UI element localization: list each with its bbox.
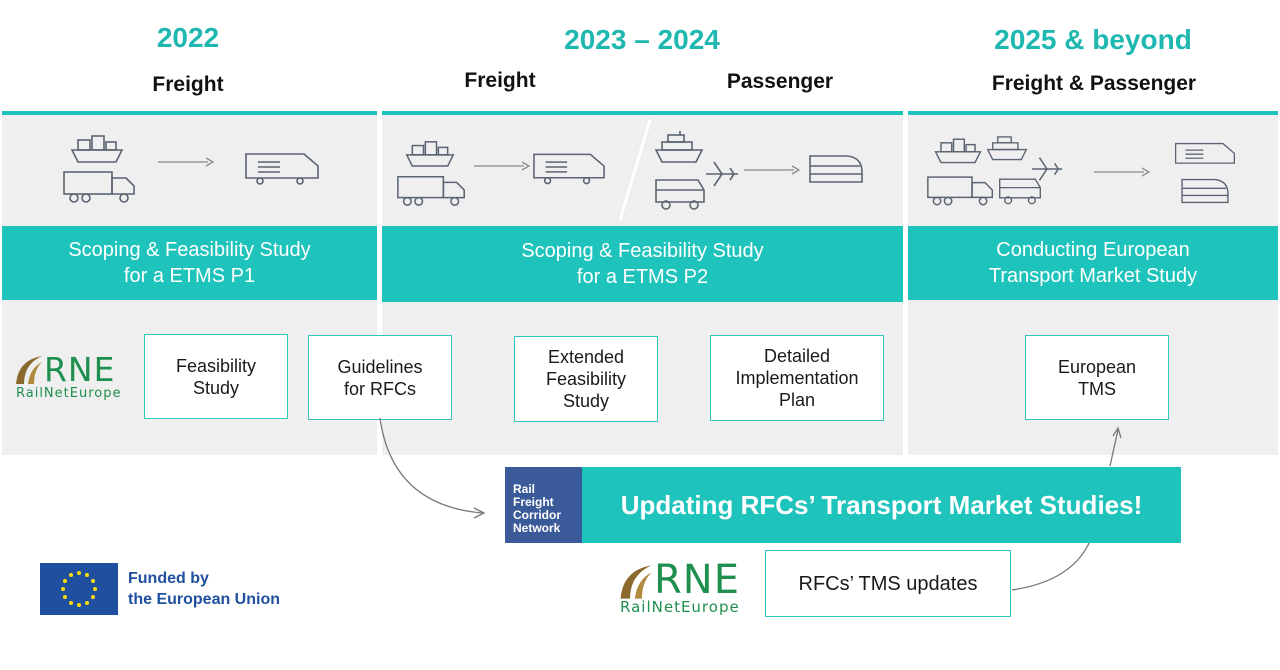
rne-name: RailNetEurope <box>16 386 122 401</box>
eu-stars-icon <box>61 571 97 607</box>
ship-icon <box>932 132 984 168</box>
truck-icon <box>926 172 996 208</box>
cruise-ship-icon <box>654 130 704 164</box>
rfc-logo-line: Corridor <box>513 508 561 522</box>
divider-line-2025 <box>908 111 1278 115</box>
eu-line: the European Union <box>128 591 280 608</box>
year-2025-beyond: 2025 & beyond <box>994 24 1192 55</box>
rne-mark: RNE <box>44 350 116 389</box>
truck-icon <box>62 168 138 204</box>
band-scoping-p1: Scoping & Feasibility Study for a ETMS P1 <box>2 226 377 300</box>
divider-line-2023 <box>382 111 903 115</box>
band-scoping-p2: Scoping & Feasibility Study for a ETMS P2 <box>382 226 903 302</box>
rne-logo-bottom: RNE RailNetEurope <box>618 557 763 616</box>
box-line: European <box>1057 356 1137 377</box>
mode-freight-2023: Freight <box>464 69 536 92</box>
divider-line-2022 <box>2 111 377 115</box>
box-line: Guidelines <box>337 356 423 377</box>
arrow-right-icon <box>158 156 214 168</box>
arrow-head <box>1112 426 1122 439</box>
rfc-logo-line: Rail <box>513 482 536 496</box>
bus-icon <box>654 178 706 210</box>
cruise-ship-icon <box>986 132 1028 162</box>
rfc-tms-updates-box: RFCs’ TMS updates <box>765 550 1011 617</box>
rfc-logo-line: Network <box>513 521 561 535</box>
band-line: Transport Market Study <box>988 265 1198 287</box>
band-line: for a ETMS P1 <box>123 265 256 287</box>
box-line: Feasibility <box>175 355 257 376</box>
rfc-tms-updates-label: RFCs’ TMS updates <box>798 572 978 595</box>
rne-swoosh-icon <box>16 356 42 384</box>
box-line: Detailed <box>763 346 831 366</box>
rfc-banner-title: Updating RFCs’ Transport Market Studies! <box>620 489 1143 520</box>
band-line: Scoping & Feasibility Study <box>68 239 311 261</box>
rne-name: RailNetEurope <box>620 598 740 616</box>
box-line: Implementation <box>735 368 859 388</box>
rfc-network-logo: Rail Freight Corridor Network <box>505 467 582 543</box>
freight-train-icon <box>1174 140 1236 170</box>
arrow-head <box>473 507 486 519</box>
arrow-rfc-to-european <box>1109 429 1119 467</box>
eu-flag <box>40 563 118 615</box>
box-line: TMS <box>1077 378 1116 399</box>
year-2023-2024: 2023 – 2024 <box>564 24 720 55</box>
rfc-banner: Updating RFCs’ Transport Market Studies! <box>582 467 1181 543</box>
eu-funding-text: Funded by the European Union <box>128 568 280 610</box>
ship-icon <box>68 130 126 166</box>
freight-train-icon <box>532 150 606 186</box>
rfc-logo-line: Freight <box>513 495 554 509</box>
rne-logo: RNE RailNetEurope <box>14 350 136 401</box>
mode-freight-passenger-2025: Freight & Passenger <box>991 72 1197 95</box>
box-line: for RFCs <box>344 378 416 399</box>
rne-mark: RNE <box>654 557 740 603</box>
passenger-train-icon <box>1180 176 1230 206</box>
band-line: Scoping & Feasibility Study <box>521 240 764 262</box>
rne-swoosh-icon <box>620 565 652 599</box>
bus-icon <box>998 176 1042 206</box>
box-line: Study <box>192 377 240 398</box>
slash-divider <box>616 118 652 222</box>
arrow-right-icon <box>744 164 800 176</box>
box-line: Feasibility <box>545 369 627 389</box>
ship-icon <box>403 135 457 171</box>
airplane-icon <box>1030 152 1064 186</box>
year-2022: 2022 <box>156 22 220 53</box>
arrow-guidelines-to-rfc <box>379 417 483 514</box>
band-line: for a ETMS P2 <box>576 266 709 288</box>
box-line: Plan <box>778 390 815 410</box>
truck-icon <box>396 172 468 208</box>
eu-line: Funded by <box>128 570 209 587</box>
arrow-right-icon <box>474 160 530 172</box>
mode-freight-2022: Freight <box>152 73 224 96</box>
box-line: Extended <box>547 347 625 367</box>
box-line: Study <box>562 391 610 411</box>
mode-passenger-2023: Passenger <box>726 70 834 93</box>
arrow-right-icon <box>1094 166 1150 178</box>
airplane-icon <box>704 156 740 192</box>
freight-train-icon <box>244 150 320 186</box>
passenger-train-icon <box>808 152 864 186</box>
band-line: Conducting European <box>996 239 1190 261</box>
